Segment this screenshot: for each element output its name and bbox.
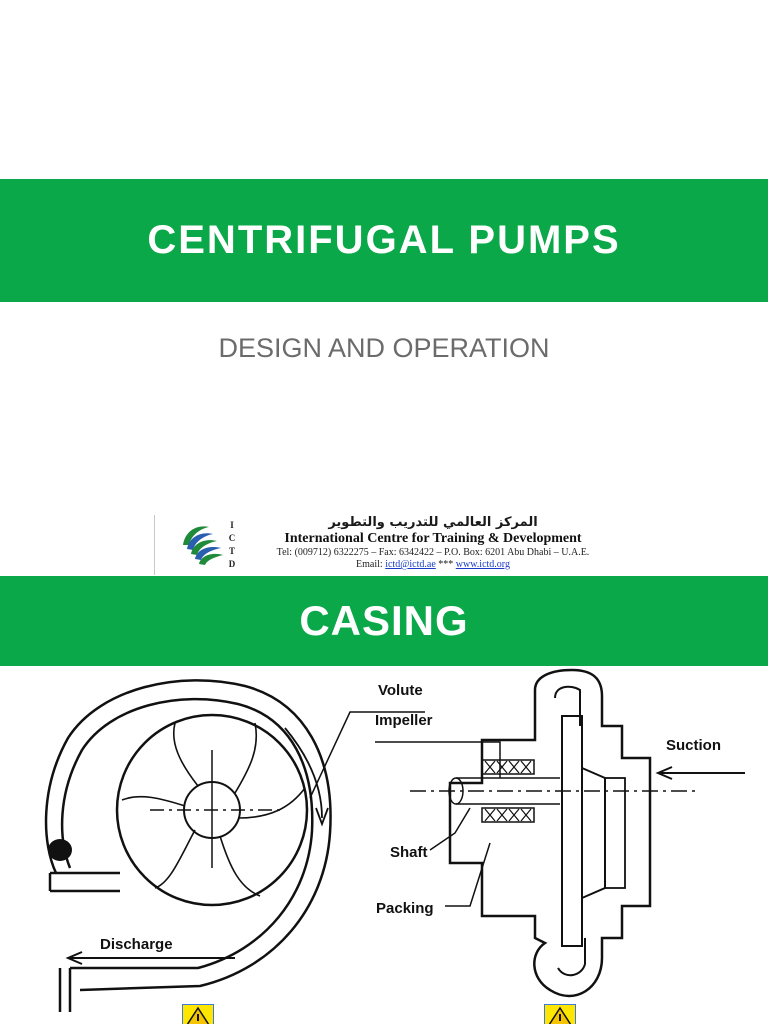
pump-casing-diagram: Volute Impeller Suction Shaft Packing Di… <box>30 668 768 1024</box>
logo-english-name: International Centre for Training & Deve… <box>284 531 582 546</box>
logo-letter-t: T <box>228 546 235 556</box>
impeller-outer <box>115 713 309 907</box>
casing-title: CASING <box>299 597 469 644</box>
slide-title: CENTRIFUGAL PUMPS <box>147 218 621 262</box>
logo-contact: Tel: (009712) 6322275 – Fax: 6342422 – P… <box>276 547 590 558</box>
casing-outline <box>448 668 652 998</box>
label-discharge: Discharge <box>100 936 173 953</box>
email-link[interactable]: ictd@ictd.ae <box>385 559 436 570</box>
label-packing: Packing <box>376 900 434 917</box>
ictd-logo-icon: I C T D <box>179 519 239 571</box>
email-separator: *** <box>438 559 454 570</box>
label-suction: Suction <box>666 737 721 754</box>
pump-diagram-drawing <box>44 668 745 1012</box>
warning-icon <box>544 1004 576 1024</box>
casing-slide: CASING <box>0 576 768 1024</box>
warning-icon <box>182 1004 214 1024</box>
label-shaft: Shaft <box>390 844 428 861</box>
ictd-logo-block: I C T D المركز العالمي للتدريب والتطوير … <box>154 515 615 575</box>
email-label: Email: <box>356 559 383 570</box>
website-link[interactable]: www.ictd.org <box>455 559 510 570</box>
logo-letter-i: I <box>230 520 234 530</box>
logo-letter-d: D <box>228 559 236 569</box>
logo-arabic-name: المركز العالمي للتدريب والتطوير <box>328 515 538 530</box>
label-impeller: Impeller <box>375 712 433 729</box>
volute-inner <box>60 697 314 970</box>
title-band: CENTRIFUGAL PUMPS <box>0 179 768 302</box>
logo-letter-c: C <box>228 533 236 543</box>
logo-email-line: Email: ictd@ictd.ae *** www.ictd.org <box>253 559 613 571</box>
volute-outer <box>44 679 332 992</box>
label-volute: Volute <box>378 682 423 699</box>
title-slide: CENTRIFUGAL PUMPS DESIGN AND OPERATION I… <box>0 179 768 575</box>
slide-subtitle: DESIGN AND OPERATION <box>218 333 550 363</box>
logo-text: المركز العالمي للتدريب والتطوير Internat… <box>253 515 613 571</box>
casing-band: CASING <box>0 576 768 666</box>
